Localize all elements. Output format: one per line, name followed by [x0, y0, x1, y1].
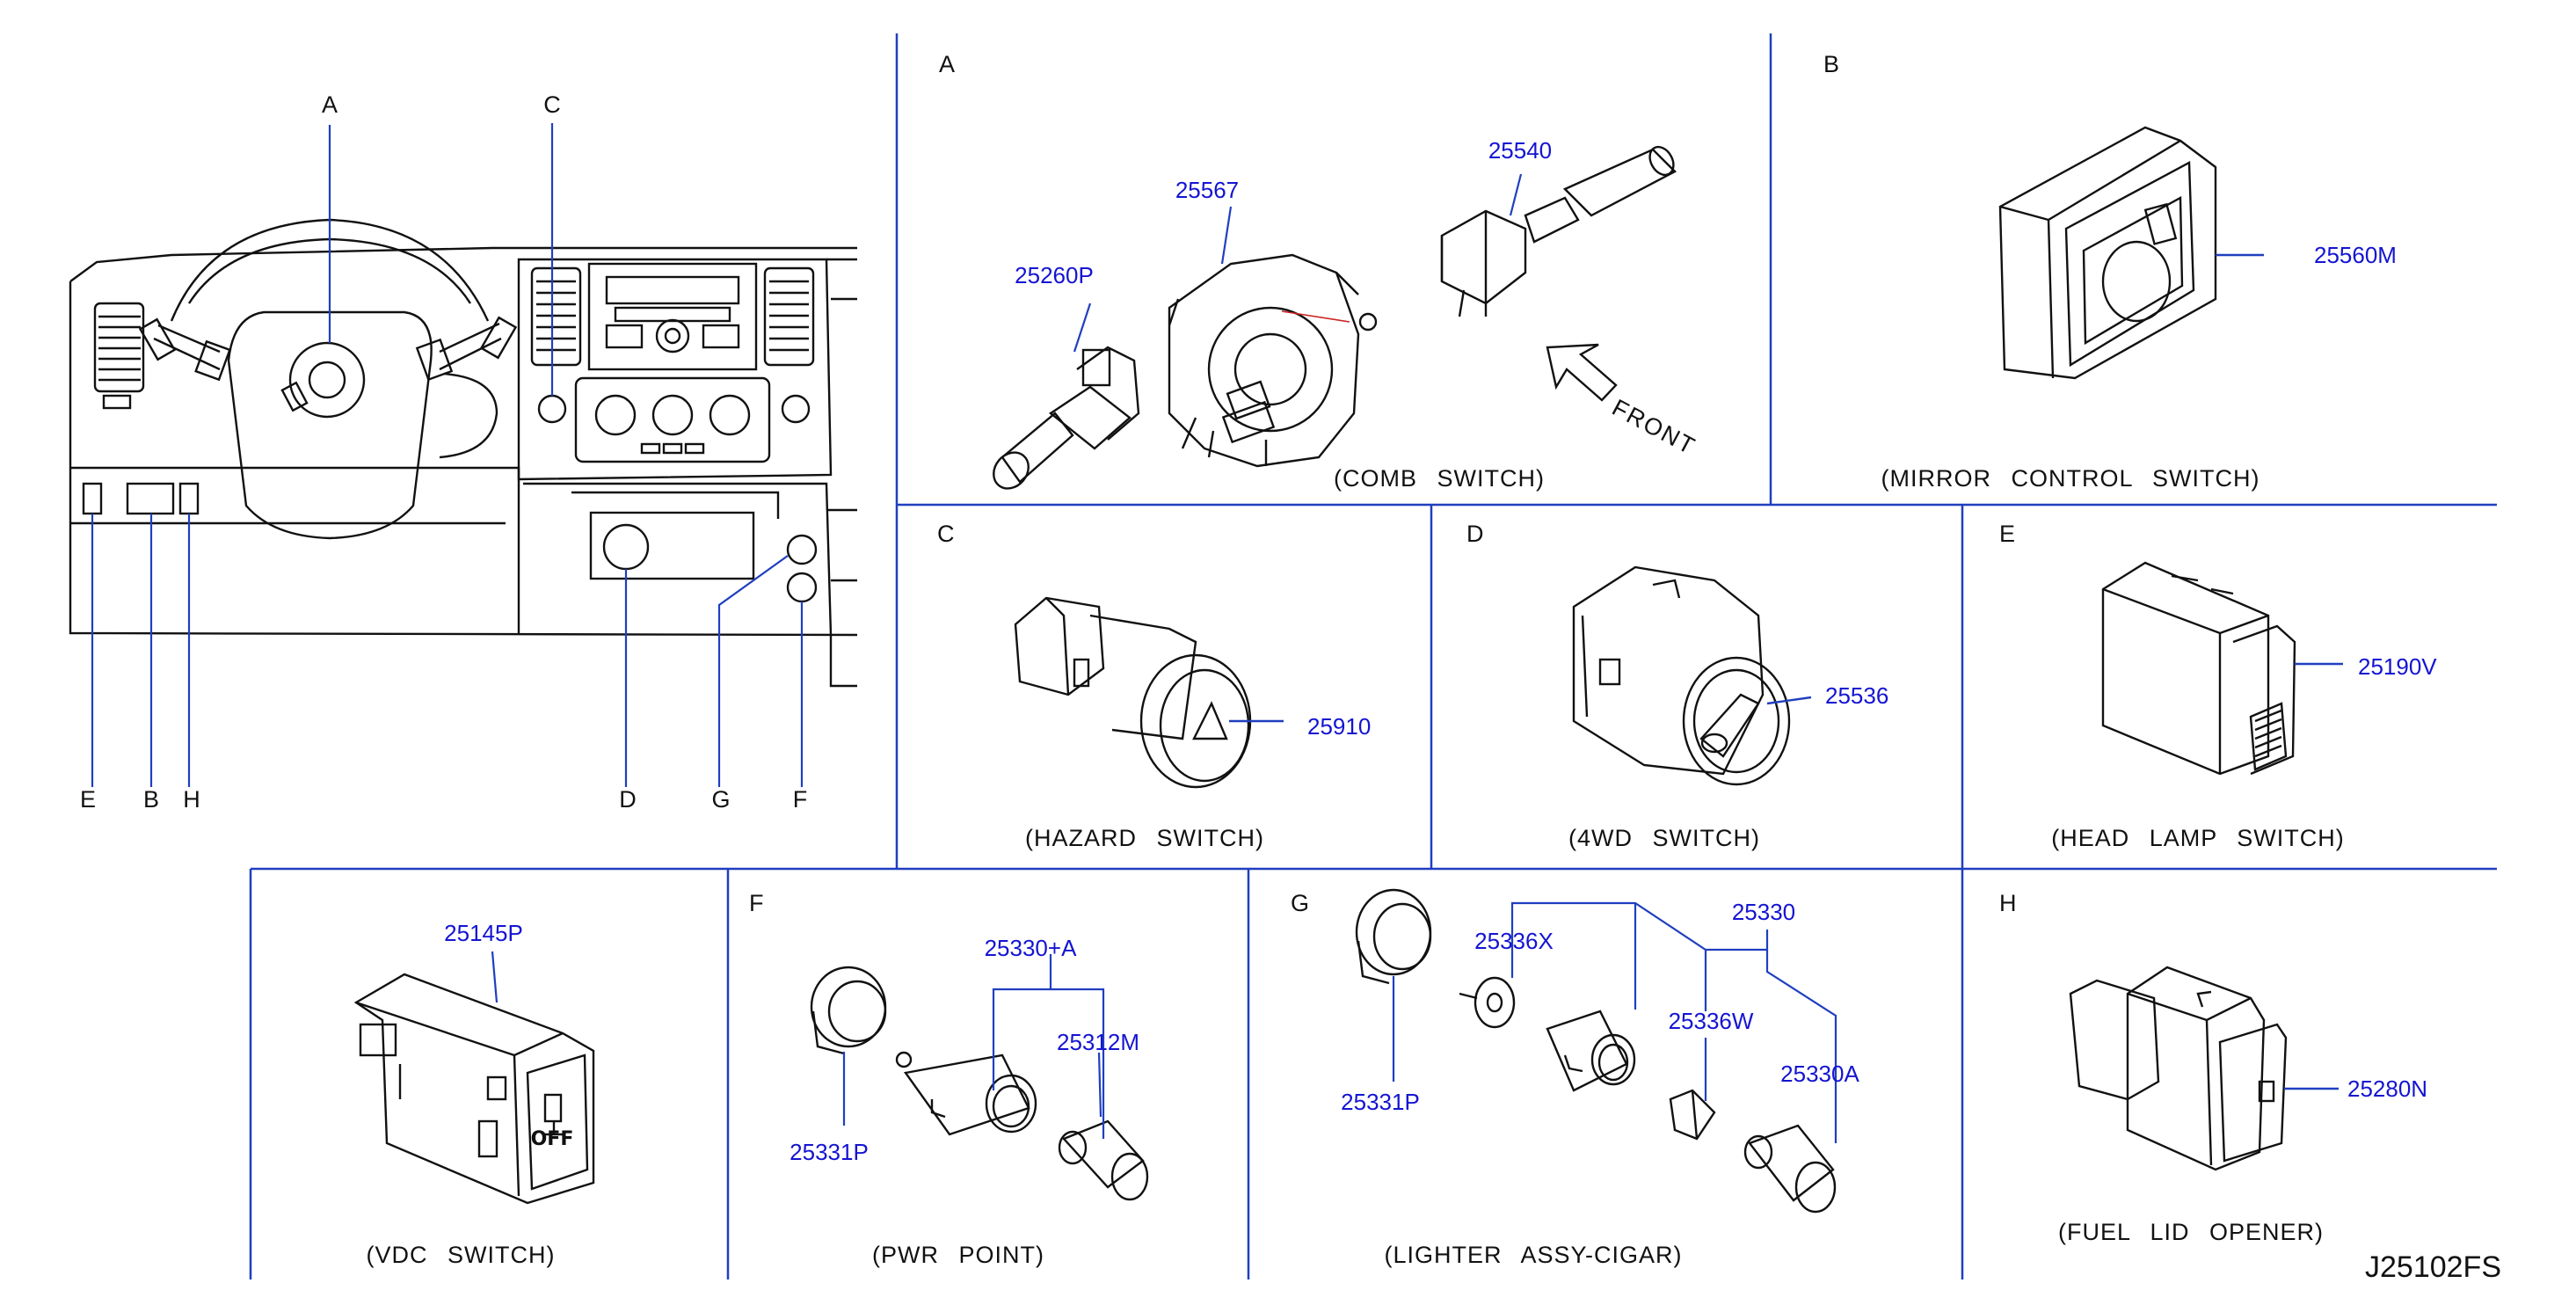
lighter-drawing: [1355, 888, 1837, 1214]
comb-red-leader: [1281, 310, 1350, 323]
overview-callout-lines: [91, 123, 804, 787]
callout-c: C: [543, 91, 561, 118]
hazard-switch-drawing: [1014, 596, 1284, 789]
part-25331p-g: 25331P: [1341, 1089, 1420, 1115]
figure-code: J25102FS: [2365, 1250, 2501, 1284]
part-25312m: 25312M: [1057, 1029, 1139, 1055]
vdc-leader: [491, 951, 498, 1003]
part-25190v: 25190V: [2358, 653, 2437, 680]
headlamp-switch-drawing: [2101, 561, 2343, 776]
caption-pwr-point: (PWR POINT): [872, 1242, 1044, 1268]
part-25330-plus-a: 25330+A: [984, 935, 1077, 961]
part-25910: 25910: [1307, 713, 1372, 740]
panel-g-letter: G: [1291, 890, 1310, 916]
caption-head-lamp-switch: (HEAD LAMP SWITCH): [2051, 825, 2345, 851]
callout-b: B: [142, 786, 160, 813]
part-25280n: 25280N: [2347, 1075, 2428, 1102]
caption-4wd-switch: (4WD SWITCH): [1568, 825, 1760, 851]
panel-f-letter: F: [749, 890, 764, 916]
part-25567: 25567: [1175, 177, 1240, 203]
pwr-leaders: [842, 954, 1105, 1139]
caption-lighter-assy-cigar: (LIGHTER ASSY-CIGAR): [1384, 1242, 1683, 1268]
comb-switch-drawing: [993, 145, 1677, 490]
caption-mirror-control-switch: (MIRROR CONTROL SWITCH): [1881, 465, 2260, 492]
caption-fuel-lid-opener: (FUEL LID OPENER): [2057, 1219, 2325, 1245]
part-25330: 25330: [1731, 899, 1796, 925]
part-25540: 25540: [1488, 137, 1553, 164]
panel-grid: [249, 33, 2497, 1279]
part-25145p: 25145P: [444, 920, 523, 946]
part-25331p-f: 25331P: [790, 1139, 869, 1165]
caption-vdc-switch: (VDC SWITCH): [366, 1242, 556, 1268]
caption-hazard-switch: (HAZARD SWITCH): [1025, 825, 1264, 851]
panel-h-letter: H: [1999, 890, 2017, 916]
vdc-switch-drawing: [353, 973, 595, 1205]
part-25536: 25536: [1825, 682, 1889, 709]
mirror-switch-drawing: [1998, 126, 2264, 380]
pwr-point-drawing: [810, 966, 1149, 1201]
panel-a-letter: A: [939, 51, 956, 77]
comb-leaders: [1073, 173, 1523, 353]
panel-b-letter: B: [1823, 51, 1840, 77]
callout-a: A: [321, 91, 338, 118]
panel-c-letter: C: [937, 521, 955, 547]
callout-g: G: [711, 786, 731, 813]
part-25260p: 25260P: [1015, 262, 1094, 288]
4wd-switch-drawing: [1572, 565, 1812, 786]
callout-d: D: [619, 786, 637, 813]
caption-comb-switch: (COMB SWITCH): [1334, 465, 1545, 492]
callout-f: F: [792, 786, 808, 813]
panel-d-letter: D: [1466, 521, 1484, 547]
fuel-lid-drawing: [2069, 966, 2339, 1171]
part-25336x: 25336X: [1474, 928, 1554, 954]
panel-e-letter: E: [1999, 521, 2016, 547]
lighter-leaders: [1392, 901, 1837, 1143]
callout-h: H: [183, 786, 200, 813]
part-25560m: 25560M: [2314, 242, 2397, 268]
vdc-off-badge: OFF: [531, 1128, 574, 1150]
part-25336w: 25336W: [1668, 1008, 1754, 1034]
callout-e: E: [79, 786, 97, 813]
part-25330a: 25330A: [1780, 1061, 1859, 1087]
